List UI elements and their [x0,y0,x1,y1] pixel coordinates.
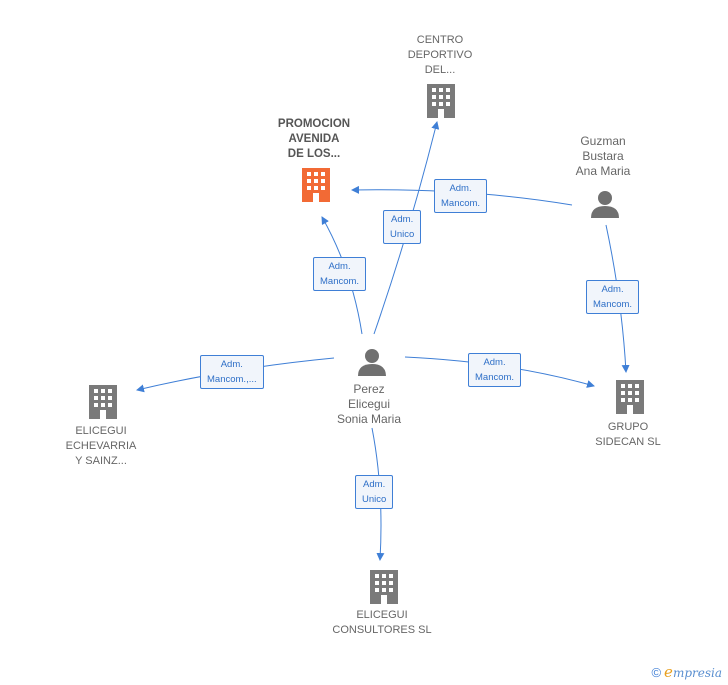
node-label-elicegui-consultores[interactable]: ELICEGUI CONSULTORES SL [332,609,432,636]
edge-label-perez-centro[interactable]: Adm. Unico [383,210,422,244]
copyright-symbol: © [651,664,662,680]
building-icon[interactable] [89,385,117,419]
edge-label-perez-echevarria[interactable]: Adm. Mancom.,... [200,355,264,389]
node-label-perez-elicegui[interactable]: Perez Elicegui Sonia Maria [336,382,402,426]
building-icon[interactable] [427,84,455,118]
edge-label-guzman-grupo[interactable]: Adm. Mancom. [586,280,640,314]
building-icon[interactable] [616,380,644,414]
node-label-elicegui-echevarria[interactable]: ELICEGUI ECHEVARRIA Y SAINZ... [65,425,137,467]
node-label-centro-deportivo[interactable]: CENTRO DEPORTIVO DEL... [407,34,473,76]
edge-label-perez-consultores[interactable]: Adm. Unico [355,475,394,509]
empresia-watermark: © empresia [651,663,722,681]
edge-label-perez-promocion[interactable]: Adm. Mancom. [313,257,367,291]
person-icon[interactable] [358,349,386,376]
edge-label-guzman-promocion[interactable]: Adm. Mancom. [434,179,488,213]
empresia-logo: empresia [664,663,722,681]
node-label-guzman-bustara[interactable]: Guzman Bustara Ana Maria [575,134,631,178]
building-icon[interactable] [370,570,398,604]
person-icon[interactable] [591,191,619,218]
edge-label-perez-grupo[interactable]: Adm. Mancom. [468,353,522,387]
node-label-promocion-avenida[interactable]: PROMOCION AVENIDA DE LOS... [277,118,351,160]
node-label-grupo-sidecan[interactable]: GRUPO SIDECAN SL [595,421,661,448]
building-icon-highlight[interactable] [302,168,330,202]
